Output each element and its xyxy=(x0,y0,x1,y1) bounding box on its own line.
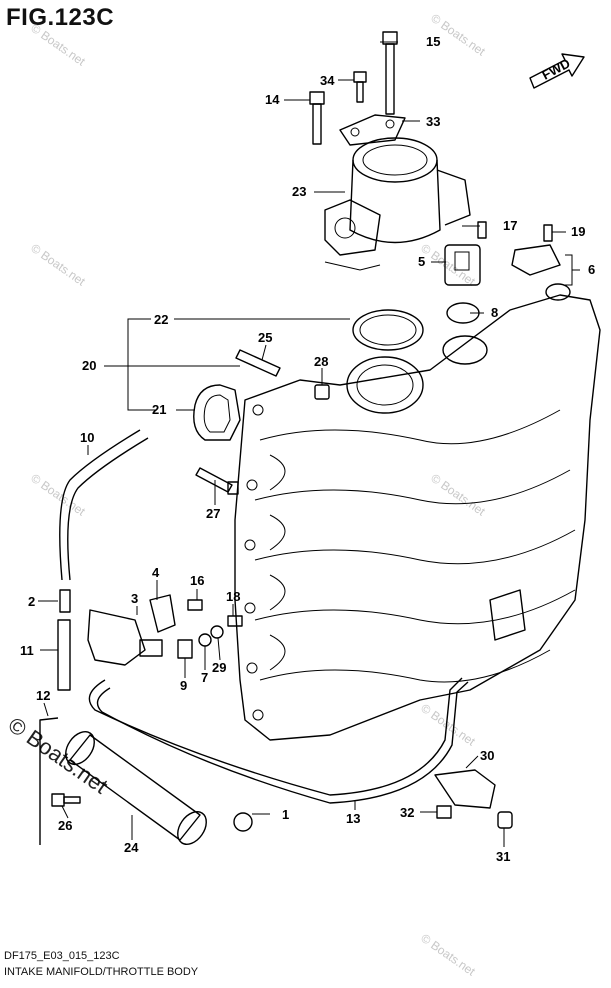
clamp-9 xyxy=(177,639,193,659)
callout-27: 27 xyxy=(206,506,220,521)
callout-4: 4 xyxy=(152,565,160,580)
figure-title: FIG.123C xyxy=(6,4,115,31)
o-ring-6b xyxy=(545,283,571,301)
callout-13: 13 xyxy=(346,811,360,826)
screw-17 xyxy=(477,221,487,239)
bolt-26 xyxy=(51,793,81,807)
watermark: © Boats.net xyxy=(418,931,478,979)
bolt-32 xyxy=(436,805,452,819)
callout-6: 6 xyxy=(588,262,595,277)
bracket-4 xyxy=(149,594,176,633)
callout-32: 32 xyxy=(400,805,414,820)
watermark: © Boats.net xyxy=(428,471,488,519)
callout-3: 3 xyxy=(131,591,138,606)
watermark: © Boats.net xyxy=(28,471,88,519)
callout-21: 21 xyxy=(152,402,166,417)
clip-1 xyxy=(233,812,253,832)
bolt-18 xyxy=(227,615,243,627)
gasket-21 xyxy=(193,384,241,441)
callout-1: 1 xyxy=(282,807,289,822)
hose-10 xyxy=(59,429,149,581)
gasket-22 xyxy=(352,309,424,351)
watermark: © Boats.net xyxy=(28,21,88,69)
callout-31: 31 xyxy=(496,849,510,864)
fwd-label: FWD xyxy=(539,56,572,83)
hose-11 xyxy=(57,619,71,691)
callout-15: 15 xyxy=(426,34,440,49)
callout-26: 26 xyxy=(58,818,72,833)
bolt-14 xyxy=(309,91,325,145)
fwd-arrow-icon: FWD xyxy=(529,53,585,89)
callout-18: 18 xyxy=(226,589,240,604)
intake-manifold xyxy=(234,294,601,741)
callout-29: 29 xyxy=(212,660,226,675)
gasket-33 xyxy=(339,114,406,146)
callout-2: 2 xyxy=(28,594,35,609)
callout-33: 33 xyxy=(426,114,440,129)
clip-31 xyxy=(497,811,513,829)
screw-19 xyxy=(543,224,553,242)
callout-11: 11 xyxy=(20,643,34,658)
callout-22: 22 xyxy=(154,312,168,327)
nut-28 xyxy=(314,384,330,400)
watermark: © Boats.net xyxy=(28,241,88,289)
canister-24 xyxy=(65,731,207,845)
bracket-30 xyxy=(434,769,496,809)
joint-2 xyxy=(59,589,71,613)
hose-13 xyxy=(88,677,469,804)
bolt-27 xyxy=(195,467,239,495)
watermarks: © Boats.net © Boats.net © Boats.net © Bo… xyxy=(28,11,488,979)
callout-12: 12 xyxy=(36,688,50,703)
callout-25: 25 xyxy=(258,330,272,345)
sensor-6 xyxy=(511,244,561,276)
figure-name: INTAKE MANIFOLD/THROTTLE BODY xyxy=(4,966,199,978)
callout-14: 14 xyxy=(265,92,280,107)
callout-23: 23 xyxy=(292,184,306,199)
callout-10: 10 xyxy=(80,430,94,445)
bolt-15 xyxy=(382,31,398,115)
sensor-5 xyxy=(444,244,481,286)
callout-34: 34 xyxy=(320,73,335,88)
callout-20: 20 xyxy=(82,358,96,373)
callout-5: 5 xyxy=(418,254,425,269)
throttle-body xyxy=(324,137,471,271)
callout-30: 30 xyxy=(480,748,494,763)
callout-17: 17 xyxy=(503,218,517,233)
figure-code: DF175_E03_015_123C xyxy=(4,950,120,962)
callouts: 1 2 3 4 5 6 7 8 9 10 11 12 13 14 15 16 1… xyxy=(20,34,595,864)
callout-19: 19 xyxy=(571,224,585,239)
callout-24: 24 xyxy=(124,840,139,855)
leader-lines xyxy=(38,41,580,847)
callout-16: 16 xyxy=(190,573,204,588)
bolt-16 xyxy=(187,599,203,611)
callout-7: 7 xyxy=(201,670,208,685)
stud-25 xyxy=(235,349,281,377)
callout-8: 8 xyxy=(491,305,498,320)
callout-28: 28 xyxy=(314,354,328,369)
grommet-29 xyxy=(210,625,224,639)
callout-9: 9 xyxy=(180,678,187,693)
collar-7 xyxy=(198,633,212,647)
hose-12 xyxy=(39,717,59,845)
solenoid-valve-3 xyxy=(87,609,163,666)
bolt-34 xyxy=(353,71,367,103)
